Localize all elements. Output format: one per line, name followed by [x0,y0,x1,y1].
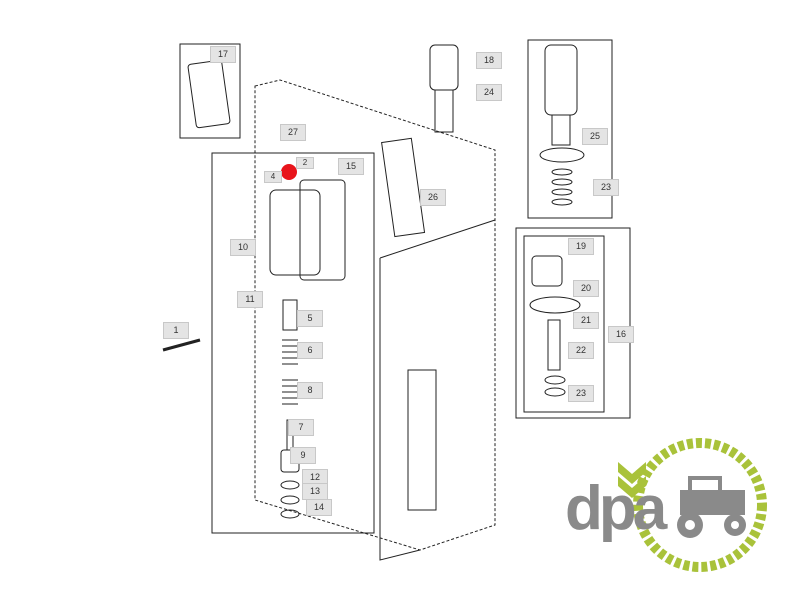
gasket-shape [187,59,231,129]
callout-23-bottom[interactable]: 23 [568,385,594,402]
solenoid-stem [551,114,571,146]
o-ring [551,198,573,206]
washer-14 [280,509,300,519]
callout-21[interactable]: 21 [573,312,599,329]
o-ring [551,168,573,176]
valve-cover [299,179,346,281]
callout-6[interactable]: 6 [297,342,323,359]
washer-13 [280,495,300,505]
o-ring [544,387,566,397]
callout-11[interactable]: 11 [237,291,263,308]
callout-9[interactable]: 9 [290,447,316,464]
logo-text: dpa [565,474,667,543]
part-5 [282,299,298,331]
callout-24[interactable]: 24 [476,84,502,101]
gear-ring-icon [633,438,767,572]
callout-14[interactable]: 14 [306,499,332,516]
callout-5[interactable]: 5 [297,310,323,327]
inset-box-solenoid [527,39,613,219]
housing-edge [379,219,496,561]
gasket-25 [539,147,585,163]
valve-body [269,189,321,276]
springs [282,339,298,405]
inset-box-valve [211,152,375,534]
callout-7[interactable]: 7 [288,419,314,436]
solenoid-24-head [429,44,459,91]
callout-15[interactable]: 15 [338,158,364,175]
callout-20[interactable]: 20 [573,280,599,297]
callout-2[interactable]: 2 [296,157,314,169]
plate-26 [381,137,426,238]
callout-17[interactable]: 17 [210,46,236,63]
callout-4[interactable]: 4 [264,171,282,183]
tractor-cab [688,476,722,495]
o-ring [551,188,573,196]
callout-27[interactable]: 27 [280,124,306,141]
solenoid-24-stem [434,89,454,133]
bolt-1 [162,338,201,352]
solenoid-head [544,44,578,116]
o-ring [544,375,566,385]
plate-21 [529,296,581,314]
inset-box-coil-inner [523,235,605,413]
wheat-icon [618,462,646,498]
o-ring [551,178,573,186]
housing-outline [254,79,496,551]
callout-8[interactable]: 8 [297,382,323,399]
callout-19[interactable]: 19 [568,238,594,255]
stem-22 [547,319,561,371]
washer-12 [280,480,300,490]
callout-13[interactable]: 13 [302,483,328,500]
callout-25[interactable]: 25 [582,128,608,145]
inset-box-coil [515,227,631,419]
callout-26[interactable]: 26 [420,189,446,206]
callout-1[interactable]: 1 [163,322,189,339]
callout-23-top[interactable]: 23 [593,179,619,196]
callout-22[interactable]: 22 [568,342,594,359]
callout-10[interactable]: 10 [230,239,256,256]
callout-18[interactable]: 18 [476,52,502,69]
highlight-dot [281,164,297,180]
housing-plate [407,369,437,511]
callout-16[interactable]: 16 [608,326,634,343]
inset-box-gasket [179,43,241,139]
coil-20 [531,255,563,287]
logo-graphic [618,438,767,572]
